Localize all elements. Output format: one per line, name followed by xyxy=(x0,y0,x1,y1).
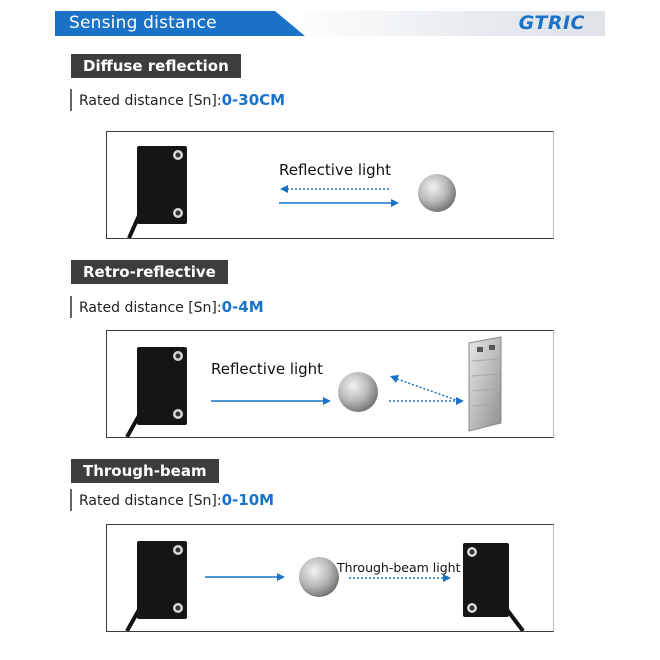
sensor-icon xyxy=(125,347,187,437)
reflected-arrow-icon xyxy=(390,375,460,402)
diagram-panel-retro: Reflective light xyxy=(106,330,554,438)
rated-label: Rated distance [Sn]: xyxy=(79,300,222,316)
section-tab-retro: Retro-reflective xyxy=(71,260,228,284)
through-beam-light-label: Through-beam light xyxy=(336,560,461,575)
rated-label: Rated distance [Sn]: xyxy=(79,93,222,109)
receiver-sensor-icon xyxy=(463,543,525,631)
rated-value: 0-10M xyxy=(221,491,275,509)
through-beam-arrow-icon xyxy=(349,574,451,582)
target-object-icon xyxy=(338,372,378,412)
through-beam-diagram: Through-beam light xyxy=(125,541,525,631)
emit-arrow-icon xyxy=(211,397,331,405)
brand-logo: GTRIC xyxy=(518,12,585,34)
rated-distance-through-beam: Rated distance [Sn]:0-10M xyxy=(70,489,274,511)
header-title-background xyxy=(55,11,305,36)
section-tab-diffuse: Diffuse reflection xyxy=(71,54,241,78)
rated-distance-diffuse: Rated distance [Sn]:0-30CM xyxy=(70,89,285,111)
return-arrow-icon xyxy=(280,185,389,193)
diffuse-diagram: Reflective light xyxy=(127,146,456,238)
target-object-icon xyxy=(299,557,339,597)
rated-value: 0-4M xyxy=(221,298,264,316)
header-bar: Sensing distance GTRIC xyxy=(55,11,605,36)
reflective-light-label: Reflective light xyxy=(279,161,391,179)
emitter-sensor-icon xyxy=(125,541,187,631)
target-object-icon xyxy=(418,174,456,212)
page-title: Sensing distance xyxy=(69,13,217,33)
section-tab-through-beam: Through-beam xyxy=(71,459,219,483)
return-arrow-icon xyxy=(389,397,464,405)
rated-distance-retro: Rated distance [Sn]:0-4M xyxy=(70,296,264,318)
diagram-panel-through-beam: Through-beam light xyxy=(106,524,554,632)
sensor-icon xyxy=(127,146,187,238)
diagram-panel-diffuse: Reflective light xyxy=(106,131,554,239)
reflector-icon xyxy=(468,336,502,432)
retro-diagram: Reflective light xyxy=(125,336,502,437)
rated-label: Rated distance [Sn]: xyxy=(79,493,222,509)
emit-arrow-icon xyxy=(279,199,399,207)
reflective-light-label: Reflective light xyxy=(211,360,323,378)
emit-arrow-icon xyxy=(205,573,285,581)
header-gradient xyxy=(280,11,605,36)
rated-value: 0-30CM xyxy=(221,91,286,109)
